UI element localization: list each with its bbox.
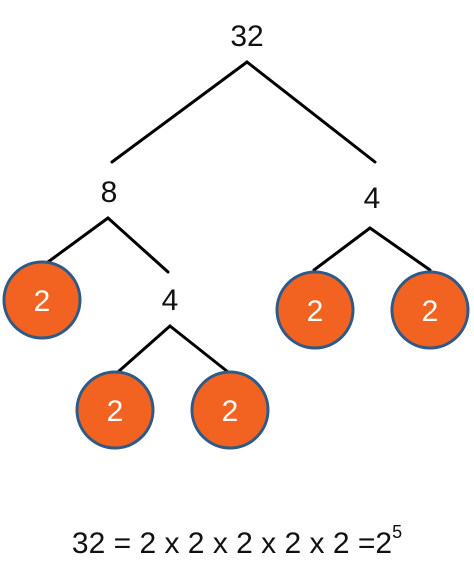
edge-left-to-left-right bbox=[106, 216, 170, 274]
node-left-right-label: 4 bbox=[162, 284, 179, 317]
leaf-label: 2 bbox=[222, 395, 239, 428]
factorization-equation: 32 = 2 x 2 x 2 x 2 x 2 =25 bbox=[0, 522, 474, 564]
leaf-node-3: 2 bbox=[190, 370, 270, 450]
leaf-label: 2 bbox=[34, 285, 51, 318]
leaf-circle bbox=[390, 270, 470, 350]
leaf-node-1: 2 bbox=[2, 260, 82, 340]
leaf-node-4: 2 bbox=[275, 270, 355, 350]
node-right-label: 4 bbox=[364, 182, 381, 215]
node-left-label: 8 bbox=[101, 176, 118, 209]
leaf-label: 2 bbox=[107, 395, 124, 428]
leaf-circle bbox=[275, 270, 355, 350]
edge-left-right-to-leaf-3 bbox=[168, 324, 230, 374]
edge-left-to-leaf-1 bbox=[46, 216, 110, 264]
edge-root-to-left bbox=[110, 60, 249, 164]
edge-root-to-right bbox=[245, 60, 377, 164]
leaf-label: 2 bbox=[422, 295, 439, 328]
leaf-circle bbox=[2, 260, 82, 340]
equation-exponent: 5 bbox=[392, 522, 403, 542]
equation-expression: 32 = 2 x 2 x 2 x 2 x 2 =2 bbox=[71, 527, 393, 560]
edge-left-right-to-leaf-2 bbox=[116, 324, 172, 374]
leaf-node-5: 2 bbox=[390, 270, 470, 350]
leaf-circle bbox=[75, 370, 155, 450]
node-root-label: 32 bbox=[230, 20, 263, 53]
edge-right-to-leaf-5 bbox=[368, 226, 432, 272]
leaf-node-2: 2 bbox=[75, 370, 155, 450]
leaf-label: 2 bbox=[307, 295, 324, 328]
edge-right-to-leaf-4 bbox=[312, 226, 372, 272]
leaf-circle bbox=[190, 370, 270, 450]
